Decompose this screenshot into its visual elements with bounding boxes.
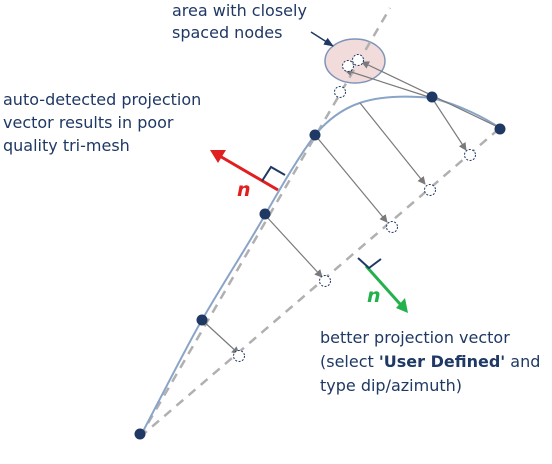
boundary-node: [426, 91, 438, 103]
projected-node: [342, 60, 354, 72]
projection-arrow: [314, 134, 388, 223]
user-defined-option-text: 'User Defined': [379, 352, 505, 371]
better-vector-label-line3: type dip/azimuth): [320, 376, 462, 395]
better-normal-label: n: [367, 285, 381, 307]
closely-spaced-label: area with closely spaced nodes: [172, 1, 307, 42]
better-vector-label-suffix: and: [505, 352, 540, 371]
projected-node: [386, 221, 398, 233]
projection-plane-dashed-line: [138, 7, 392, 438]
auto-detected-label-line3: quality tri-mesh: [3, 136, 130, 155]
projected-node: [424, 184, 436, 196]
projection-arrow: [431, 97, 467, 151]
boundary-node: [309, 129, 321, 141]
boundary-node: [134, 428, 146, 440]
projected-node: [233, 350, 245, 362]
projection-arrow: [344, 68, 433, 99]
better-normal-vector: [364, 264, 402, 306]
auto-detected-label-line1: auto-detected projection: [3, 90, 201, 109]
auto-detected-label-line2: vector results in poor: [3, 113, 174, 132]
right-angle-marker: [357, 257, 382, 270]
projected-node: [464, 149, 476, 161]
auto-detected-label: auto-detected projection vector results …: [3, 90, 201, 155]
better-vector-label: better projection vector (select 'User D…: [320, 328, 540, 395]
boundary-node: [494, 123, 506, 135]
boundary-node: [259, 208, 271, 220]
right-angle-marker: [261, 165, 286, 182]
auto-normal-arrowhead: [210, 150, 226, 163]
projection-arrow: [201, 319, 240, 355]
projected-node: [319, 275, 331, 287]
closely-spaced-label-line1: area with closely: [172, 1, 307, 20]
boundary-node: [196, 314, 208, 326]
label-pointer-arrow: [310, 31, 334, 47]
better-vector-label-line2: (select 'User Defined' and: [320, 352, 540, 371]
closely-spaced-label-line2: spaced nodes: [172, 23, 282, 42]
better-vector-label-line1: better projection vector: [320, 328, 510, 347]
projection-arrow: [264, 214, 323, 278]
auto-normal-label: n: [237, 179, 251, 201]
projected-node: [352, 54, 364, 66]
auto-normal-vector: [217, 153, 279, 192]
better-vector-label-prefix: (select: [320, 352, 379, 371]
projection-arrow: [359, 102, 426, 185]
projected-node: [334, 86, 346, 98]
better-normal-arrowhead: [396, 298, 408, 313]
